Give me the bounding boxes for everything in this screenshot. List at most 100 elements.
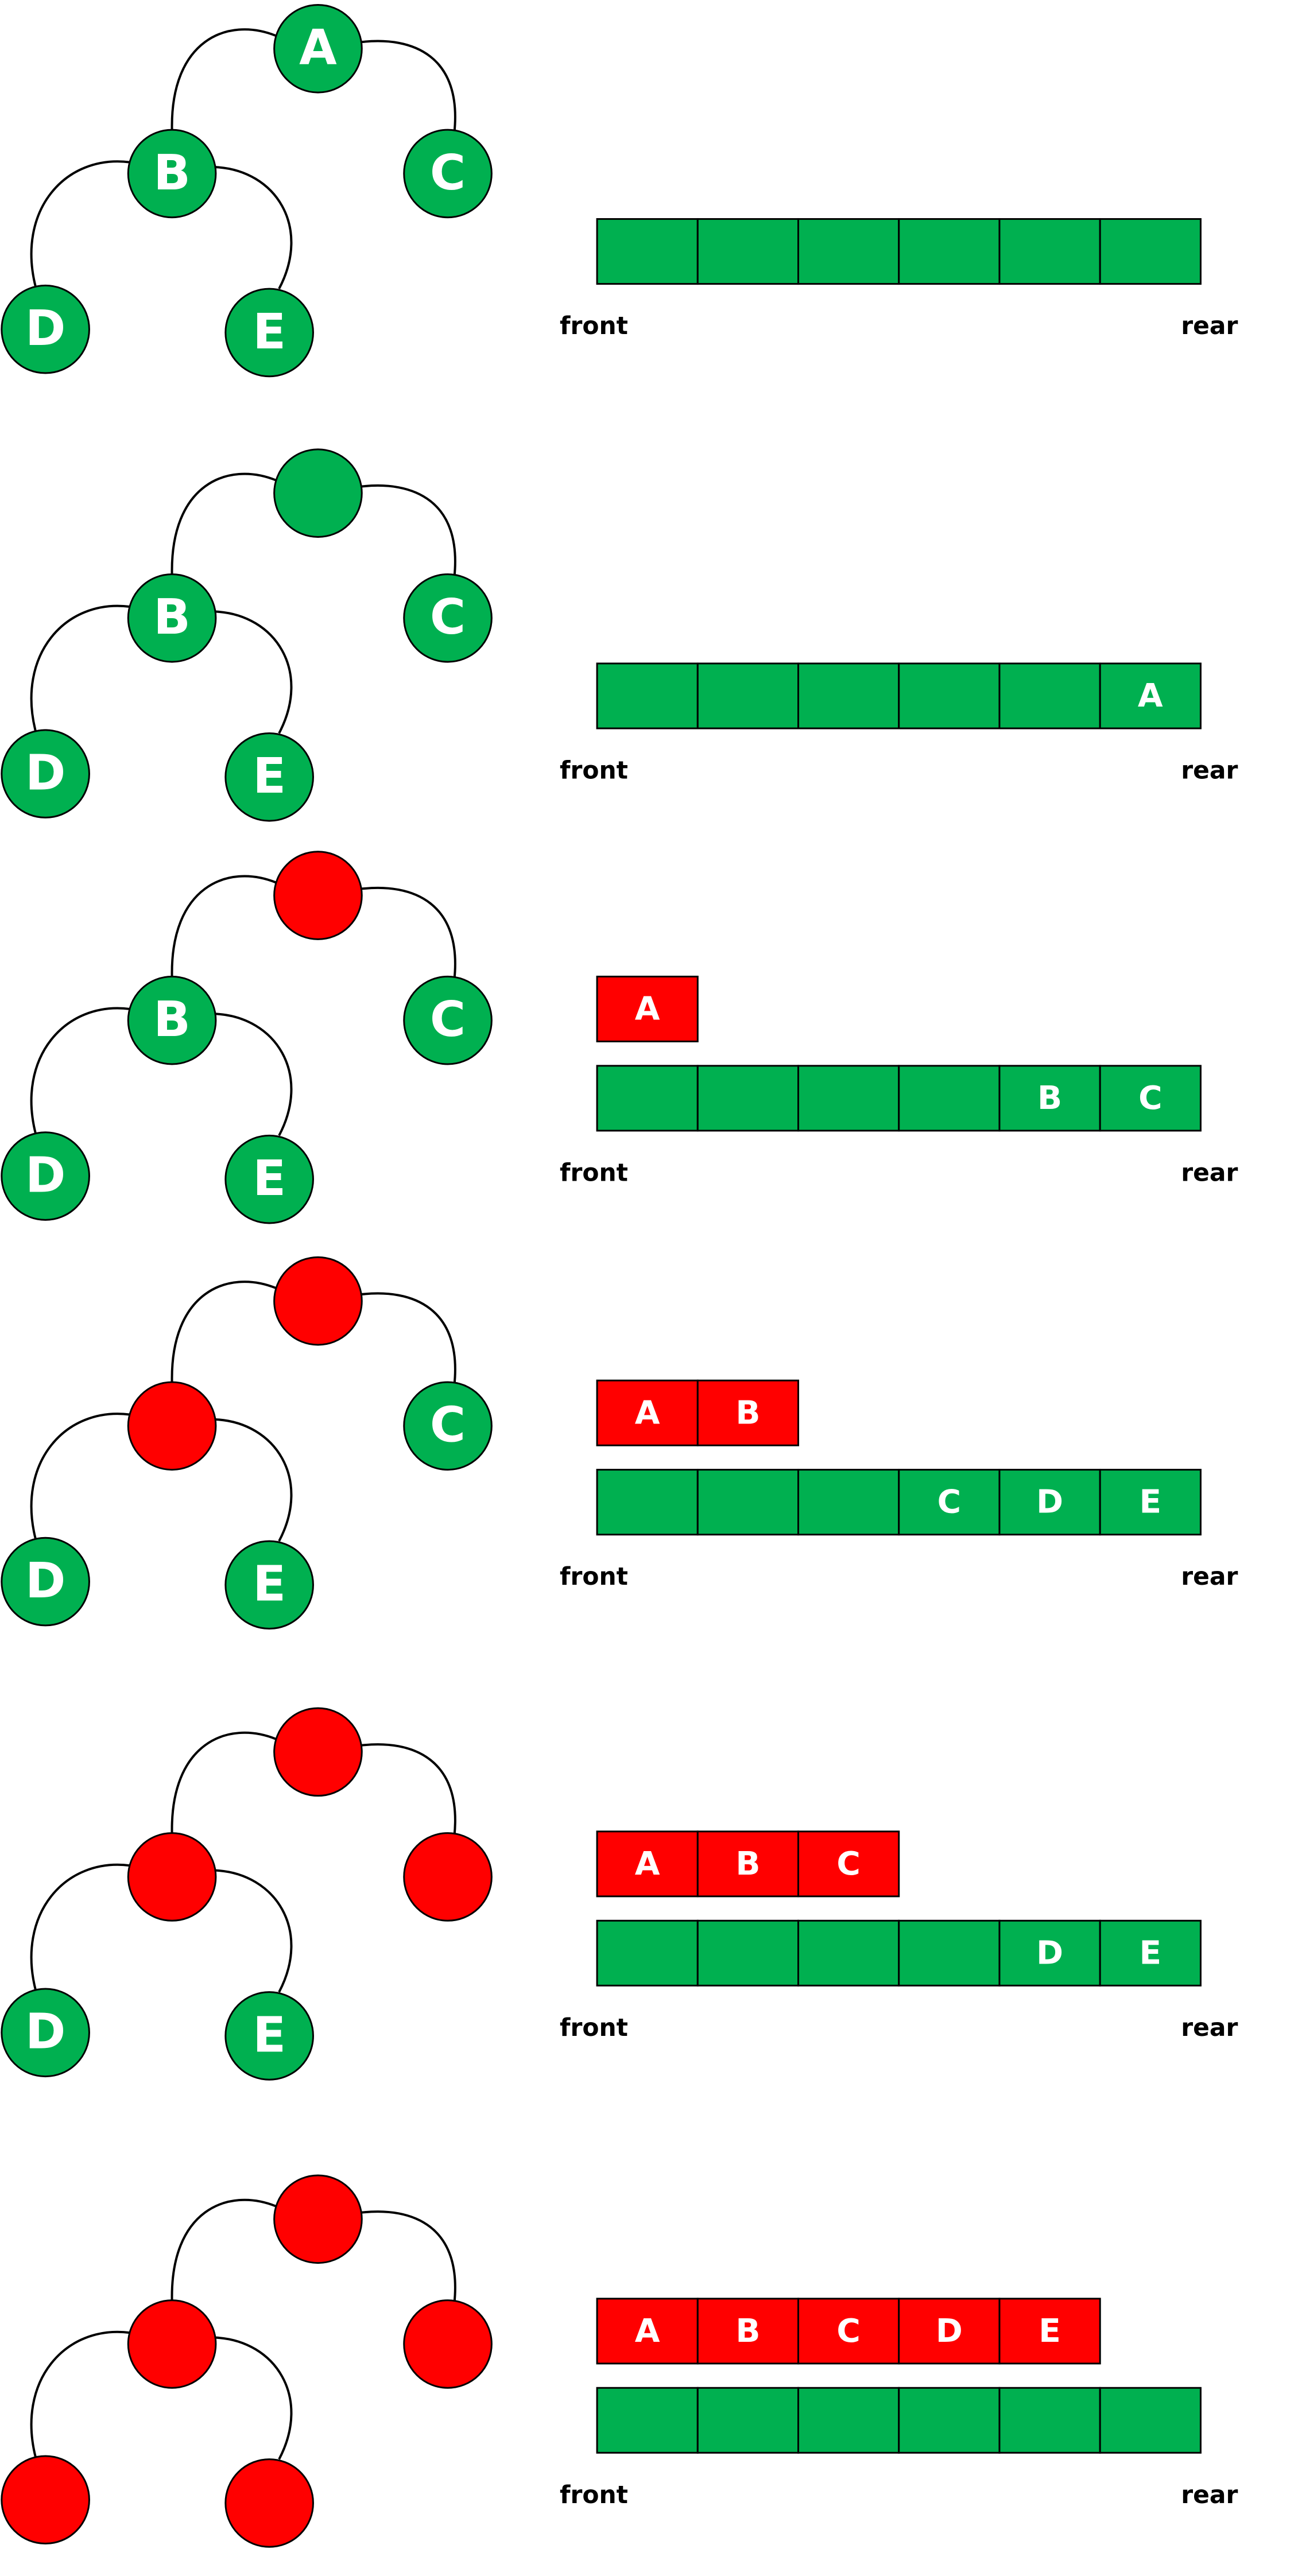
queue: A bbox=[596, 662, 1202, 730]
queue-cell bbox=[596, 662, 699, 730]
visited-cell bbox=[797, 1830, 900, 1898]
tree-node-b: B bbox=[127, 573, 217, 663]
queue-cell bbox=[696, 1919, 800, 1987]
visited-cell-label: B bbox=[735, 1394, 760, 1431]
tree-edge-a-c bbox=[360, 1743, 456, 1837]
tree-node-circle bbox=[224, 288, 314, 378]
tree-node-circle bbox=[127, 573, 217, 663]
tree-node-label: D bbox=[25, 1552, 65, 1609]
tree-node-b: B bbox=[127, 975, 217, 1065]
tree-node-circle bbox=[1, 1988, 90, 2078]
tree-node-circle bbox=[1, 729, 90, 818]
visited-cell-label: D bbox=[936, 2313, 963, 2350]
queue-rear-label: rear bbox=[1181, 312, 1238, 340]
tree-node-a bbox=[273, 1256, 363, 1346]
tree-edge-b-d bbox=[30, 1863, 130, 1991]
queue-cell bbox=[998, 1469, 1101, 1536]
queue-cell bbox=[596, 1919, 699, 1987]
queue-rear-label: rear bbox=[1181, 756, 1238, 785]
tree-node-circle bbox=[1, 2455, 90, 2545]
tree-node-label: A bbox=[299, 19, 337, 76]
tree-node-c bbox=[403, 1832, 493, 1922]
tree-node-e: E bbox=[224, 1134, 314, 1224]
tree-node-circle bbox=[273, 448, 363, 538]
queue-cell bbox=[898, 2387, 1001, 2454]
tree-edge-b-e bbox=[215, 610, 293, 734]
tree-node-circle bbox=[273, 1707, 363, 1797]
binary-tree: B C D E bbox=[1, 851, 493, 1224]
queue-cell bbox=[1099, 2387, 1202, 2454]
tree-node-label: C bbox=[430, 144, 466, 201]
tree-edge-b-d bbox=[30, 2330, 130, 2458]
tree-node-e: E bbox=[224, 1991, 314, 2081]
queue-cell bbox=[596, 1469, 699, 1536]
visited-cell bbox=[696, 1830, 800, 1898]
queue-cell-label: E bbox=[1140, 1484, 1162, 1521]
tree-node-circle bbox=[403, 2299, 493, 2389]
tree-node-d: D bbox=[1, 1131, 90, 1221]
tree-edge-b-e bbox=[215, 2336, 293, 2460]
queue-rear-label: rear bbox=[1181, 2014, 1238, 2042]
tree-node-a bbox=[273, 1707, 363, 1797]
tree-edge-b-e bbox=[215, 166, 293, 290]
queue-cell bbox=[1099, 218, 1202, 285]
tree-node-a: A bbox=[273, 3, 363, 94]
queue-cell bbox=[998, 662, 1101, 730]
queue bbox=[596, 218, 1202, 285]
tree-node-circle bbox=[403, 129, 493, 219]
tree-node-label: D bbox=[25, 300, 65, 356]
tree-node-b bbox=[127, 1381, 217, 1471]
queue-cell bbox=[797, 1919, 900, 1987]
tree-node-label: E bbox=[253, 303, 286, 360]
tree-edge-b-d bbox=[30, 160, 130, 288]
tree-node-e bbox=[224, 2458, 314, 2548]
tree-node-circle bbox=[127, 975, 217, 1065]
queue-cell bbox=[1099, 1919, 1202, 1987]
queue-cell bbox=[696, 218, 800, 285]
tree-node-label: E bbox=[253, 747, 286, 804]
queue-cell bbox=[797, 662, 900, 730]
queue-cell bbox=[696, 2387, 800, 2454]
tree-node-a bbox=[273, 448, 363, 538]
queue-cell bbox=[596, 218, 699, 285]
tree-edge-a-b bbox=[171, 1281, 277, 1383]
tree-edge-b-d bbox=[30, 1413, 130, 1540]
tree-node-label: D bbox=[25, 744, 65, 801]
queue-cell bbox=[1099, 662, 1202, 730]
tree-node-label: E bbox=[253, 2006, 286, 2063]
tree-node-circle bbox=[273, 2174, 363, 2264]
tree-edge-b-d bbox=[30, 1007, 130, 1135]
queue-rear-label: rear bbox=[1181, 1159, 1238, 1187]
tree-node-label: E bbox=[253, 1150, 286, 1206]
tree-node-c: C bbox=[403, 1381, 493, 1471]
queue-cell bbox=[998, 218, 1101, 285]
queue-cell bbox=[696, 1065, 800, 1132]
tree-edge-a-c bbox=[360, 484, 456, 578]
tree-node-circle bbox=[403, 573, 493, 663]
queue-cell bbox=[998, 1065, 1101, 1132]
tree-node-circle bbox=[273, 1256, 363, 1346]
queue-cell bbox=[898, 662, 1001, 730]
tree-node-e: E bbox=[224, 288, 314, 378]
queue-cell bbox=[696, 662, 800, 730]
queue-cell bbox=[596, 2387, 699, 2454]
tree-edge-a-c bbox=[360, 886, 456, 980]
visited-cell-label: C bbox=[836, 1845, 860, 1883]
tree-edge-a-b bbox=[171, 1731, 277, 1833]
tree-node-circle bbox=[224, 2458, 314, 2548]
tree-node-d: D bbox=[1, 1537, 90, 1627]
tree-node-label: C bbox=[430, 991, 466, 1048]
visited-cell bbox=[596, 975, 699, 1042]
queue-cell-label: D bbox=[1036, 1484, 1063, 1521]
tree-node-b bbox=[127, 1832, 217, 1922]
tree-node-circle bbox=[403, 975, 493, 1065]
